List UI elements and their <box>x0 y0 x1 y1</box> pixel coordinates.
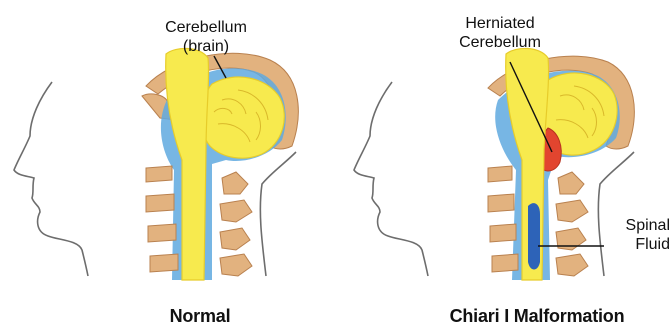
chiari-caption: Chiari I Malformation <box>432 306 642 327</box>
cerebellum-label-line1: Cerebellum <box>152 18 260 37</box>
normal-cerebellum <box>201 77 284 158</box>
herniated-label-line1: Herniated <box>446 14 554 33</box>
spinal-fluid-label-line2: Fluid <box>604 235 670 254</box>
cerebellum-label-line2: (brain) <box>152 37 260 56</box>
cerebellum-label: Cerebellum (brain) <box>152 18 260 56</box>
chiari-head-illustration <box>354 48 634 280</box>
spinal-fluid-label: Spinal Fluid <box>604 216 670 254</box>
normal-face-profile <box>14 82 88 276</box>
normal-head-illustration <box>14 48 298 280</box>
chiari-face-profile <box>354 82 428 276</box>
herniated-cerebellum-label: Herniated Cerebellum <box>446 14 554 52</box>
spinal-fluid-pocket <box>528 203 540 269</box>
chiari-neck-outline <box>598 152 634 276</box>
herniated-label-line2: Cerebellum <box>446 33 554 52</box>
spinal-fluid-label-line1: Spinal <box>604 216 670 235</box>
normal-neck-outline <box>260 152 296 276</box>
normal-caption: Normal <box>140 306 260 327</box>
